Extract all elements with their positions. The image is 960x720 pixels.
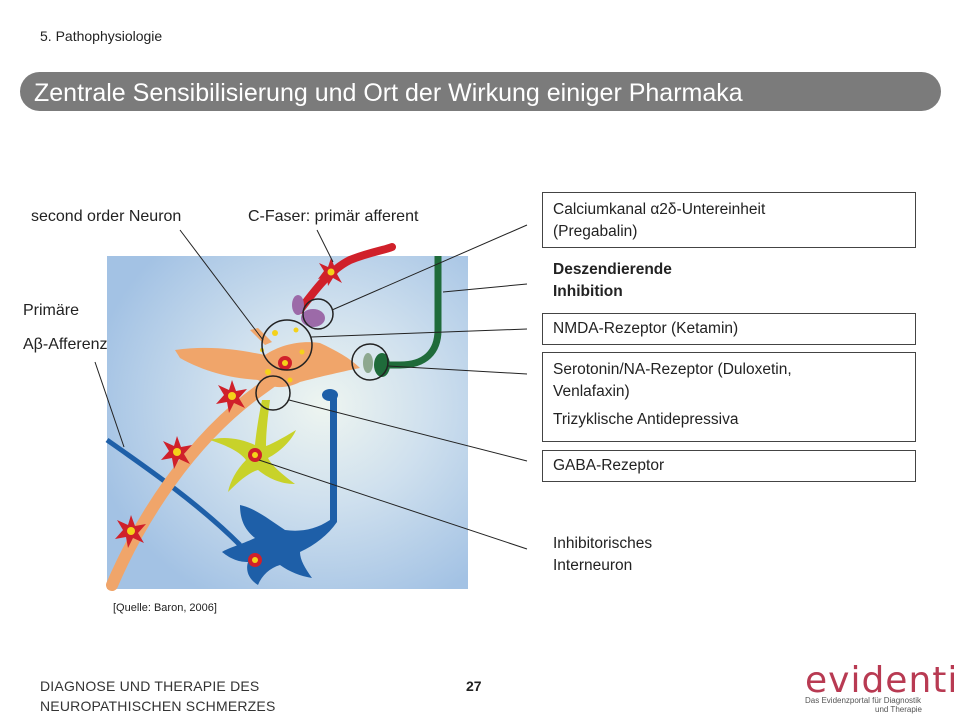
page-number: 27 bbox=[466, 678, 482, 694]
leader-lines bbox=[94, 224, 528, 550]
callout-nmda bbox=[261, 319, 313, 371]
callout-serotonin bbox=[351, 343, 389, 381]
descending-inhibition-fiber bbox=[385, 256, 442, 369]
gaba-text: GABA-Rezeptor bbox=[553, 457, 665, 474]
label-c-fiber: C-Faser: primär afferent bbox=[248, 208, 419, 225]
box-nmda-receptor: NMDA-Rezeptor (Ketamin) bbox=[542, 313, 916, 345]
sero-line1: Serotonin/NA-Rezeptor (Duloxetin, bbox=[553, 361, 792, 378]
inter-line2: Interneuron bbox=[553, 557, 633, 574]
c-fiber-red bbox=[296, 243, 396, 314]
inhibitory-interneuron bbox=[210, 400, 296, 492]
box-gaba-receptor: GABA-Rezeptor bbox=[542, 450, 916, 482]
deszend-line2: Inhibition bbox=[553, 283, 623, 300]
box-calcium-channel: Calciumkanal α2δ-Untereinheit (Pregabali… bbox=[542, 192, 916, 248]
evidentia-logo: evidentia Das Evidenzportal für Diagnost… bbox=[805, 660, 960, 714]
projection-neuron-blue bbox=[222, 389, 338, 585]
label-inhibitory-interneuron: Inhibitorisches Interneuron bbox=[553, 533, 652, 577]
logo-tag-line2: und Therapie bbox=[875, 705, 922, 714]
footer-line2: NEUROPATHISCHEN SCHMERZES bbox=[40, 698, 276, 714]
label-descending-inhibition: Deszendierende Inhibition bbox=[553, 259, 672, 303]
logo-tagline: Das Evidenzportal für Diagnostik und The… bbox=[805, 696, 922, 714]
label-abeta-afferenz: Aβ-Afferenz bbox=[23, 336, 108, 353]
logo-tag-line1: Das Evidenzportal für Diagnostik bbox=[805, 696, 922, 705]
sero-line3: Trizyklische Antidepressiva bbox=[553, 411, 739, 428]
calcium-line2: (Pregabalin) bbox=[553, 223, 638, 240]
nociceptive-starbursts bbox=[115, 258, 344, 548]
footer-line1: DIAGNOSE UND THERAPIE DES bbox=[40, 678, 260, 694]
section-label: 5. Pathophysiologie bbox=[40, 28, 163, 44]
page-title: Zentrale Sensibilisierung und Ort der Wi… bbox=[34, 79, 743, 107]
source-citation: [Quelle: Baron, 2006] bbox=[113, 602, 217, 614]
abeta-afferent-fiber bbox=[105, 437, 242, 547]
deszend-line1: Deszendierende bbox=[553, 261, 672, 278]
footer-title: DIAGNOSE UND THERAPIE DES NEUROPATHISCHE… bbox=[40, 676, 276, 716]
callout-calcium bbox=[302, 298, 334, 330]
calcium-channel-receptor bbox=[301, 309, 325, 327]
inter-line1: Inhibitorisches bbox=[553, 535, 653, 552]
label-primaere: Primäre bbox=[23, 302, 80, 319]
title-bar bbox=[20, 72, 941, 111]
box-serotonin-receptor: Serotonin/NA-Rezeptor (Duloxetin, Venlaf… bbox=[542, 352, 916, 442]
second-order-neuron bbox=[175, 328, 360, 388]
sero-line2: Venlafaxin) bbox=[553, 383, 630, 400]
label-second-order-neuron: second order Neuron bbox=[31, 208, 182, 225]
nmda-text: NMDA-Rezeptor (Ketamin) bbox=[553, 320, 739, 337]
callout-gaba bbox=[255, 375, 291, 411]
calcium-line1: Calciumkanal α2δ-Untereinheit bbox=[553, 201, 766, 218]
logo-word: evidentia bbox=[805, 660, 960, 701]
